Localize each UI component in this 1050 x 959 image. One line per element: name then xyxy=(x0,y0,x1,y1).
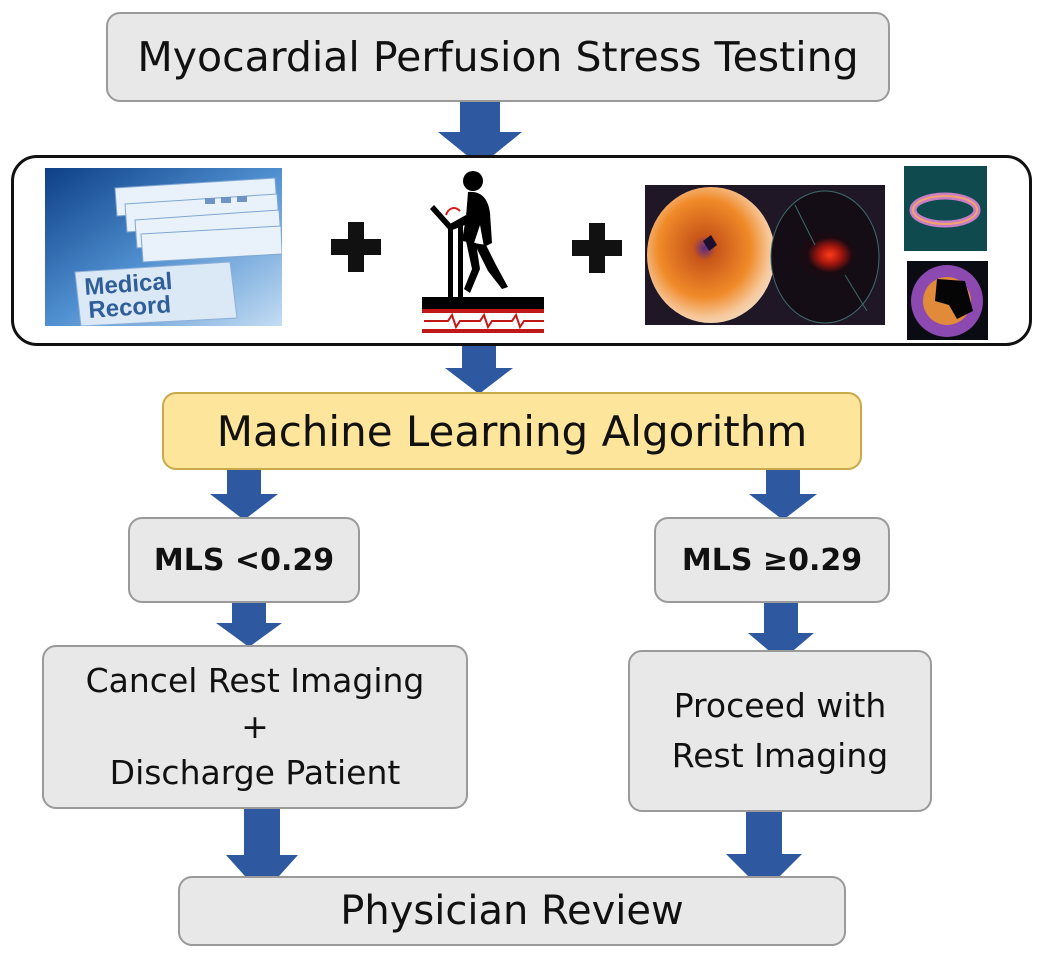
cardiac-slice-image xyxy=(904,166,987,251)
physician-review-label: Physician Review xyxy=(340,888,684,934)
algorithm-box: Machine Learning Algorithm xyxy=(162,392,862,470)
perfusion-polar-map-image xyxy=(645,185,885,325)
physician-review-box: Physician Review xyxy=(178,876,846,946)
start-step-label: Myocardial Perfusion Stress Testing xyxy=(137,33,859,81)
cancel-line-2: + xyxy=(241,707,269,746)
treadmill-stress-test-image xyxy=(422,171,544,333)
down-arrow-icon xyxy=(226,809,298,895)
plus-icon xyxy=(572,223,622,273)
down-arrow-icon xyxy=(438,102,522,166)
cancel-line-3: Discharge Patient xyxy=(109,753,401,792)
proceed-line-1: Proceed with xyxy=(673,686,887,725)
high-score-box: MLS ≥0.29 xyxy=(654,517,890,603)
low-score-label: MLS <0.29 xyxy=(153,542,335,578)
down-arrow-icon xyxy=(749,470,817,520)
polar-bullseye-image xyxy=(907,261,988,340)
down-arrow-icon xyxy=(748,603,814,661)
down-arrow-icon xyxy=(445,346,513,394)
plus-icon xyxy=(331,222,381,272)
cancel-rest-imaging-box: Cancel Rest Imaging + Discharge Patient xyxy=(42,645,468,809)
low-score-box: MLS <0.29 xyxy=(128,517,360,603)
proceed-line-2: Rest Imaging xyxy=(671,736,889,775)
record-label-2: Record xyxy=(88,291,172,324)
start-step-box: Myocardial Perfusion Stress Testing xyxy=(106,12,890,102)
algorithm-label: Machine Learning Algorithm xyxy=(216,406,808,456)
medical-record-image: Medical Record xyxy=(45,168,282,326)
down-arrow-icon xyxy=(726,812,802,892)
high-score-label: MLS ≥0.29 xyxy=(681,542,863,578)
down-arrow-icon xyxy=(216,603,282,647)
record-label-1: Medical xyxy=(84,268,174,301)
cancel-line-1: Cancel Rest Imaging xyxy=(85,661,425,700)
proceed-rest-imaging-box: Proceed with Rest Imaging xyxy=(628,650,932,812)
down-arrow-icon xyxy=(210,470,278,520)
